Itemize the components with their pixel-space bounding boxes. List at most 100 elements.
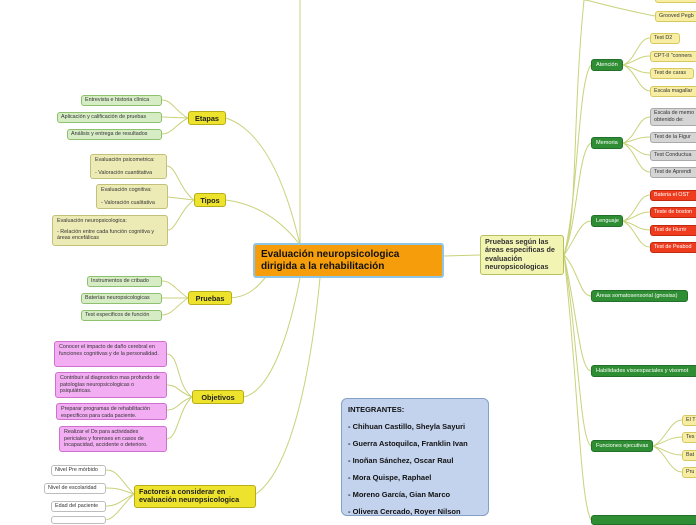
pruebas-item-3[interactable]: Test especificos de función bbox=[81, 310, 162, 321]
pruebas-item-2[interactable]: Baterías neuropsicologicas bbox=[81, 293, 162, 304]
ejecutivas-item-3-label: Bat bbox=[686, 452, 695, 458]
atencion-item-4-label: Escala magallar bbox=[654, 88, 693, 94]
objetivos-item-3-label: Preparar programas de rehabilitación esp… bbox=[61, 406, 150, 419]
tipos-item-1[interactable]: Evaluación psicometrica: - Valoración cu… bbox=[90, 154, 167, 179]
etapas-item-1[interactable]: Entrevista e historia clínica bbox=[81, 95, 162, 106]
ejecutivas-item-1-label: El T bbox=[686, 417, 696, 423]
topic-objetivos[interactable]: Objetivos bbox=[192, 390, 244, 404]
lenguaje-item-3-label: Test de Hurrir bbox=[654, 227, 687, 233]
ejecutivas-item-2-label: Tes bbox=[686, 434, 695, 440]
objetivos-item-2-label: Contribuir al diagnostico mas profundo d… bbox=[60, 375, 160, 395]
factores-item-3-label: Edad del paciente bbox=[55, 503, 99, 509]
member-name: - Mora Quispe, Raphael bbox=[348, 473, 432, 482]
area-visoespaciales-label: Habilidades visoespaciales y visomot bbox=[596, 368, 689, 374]
objetivos-item-1[interactable]: Conocer el impacto de daño cerebral en f… bbox=[54, 341, 167, 367]
area-memoria[interactable]: Memoria bbox=[591, 137, 623, 149]
factores-item-2[interactable]: Nivel de escolaridad bbox=[44, 483, 106, 494]
topic-tipos[interactable]: Tipos bbox=[194, 193, 226, 207]
pruebas-item-1[interactable]: Instrumentos de cribado bbox=[87, 276, 162, 287]
etapas-item-2-label: Aplicación y calificación de pruebas bbox=[61, 114, 147, 120]
area-visoespaciales[interactable]: Habilidades visoespaciales y visomot bbox=[591, 365, 696, 377]
tipos-item-1-title: Evaluación psicometrica: bbox=[95, 157, 155, 163]
topic-pruebas[interactable]: Pruebas bbox=[188, 291, 232, 305]
objetivos-item-3[interactable]: Preparar programas de rehabilitación esp… bbox=[56, 403, 167, 420]
lenguaje-item-1[interactable]: Bateria el OST bbox=[650, 190, 696, 201]
topic-factores-label: Factores a considerar en evaluación neur… bbox=[139, 487, 240, 505]
factores-item-1-label: Nivel Pre mórbido bbox=[55, 467, 98, 473]
memoria-item-3-label: Test Conductua bbox=[654, 152, 692, 158]
ejecutivas-item-1[interactable]: El T bbox=[682, 415, 696, 426]
tipos-item-3-title: Evaluación neuropsicologica: bbox=[57, 218, 127, 224]
topic-etapas[interactable]: Etapas bbox=[188, 111, 226, 125]
area-atencion[interactable]: Atención bbox=[591, 59, 623, 71]
tipos-item-3[interactable]: Evaluación neuropsicologica: - Relación … bbox=[52, 215, 168, 246]
etapas-item-3-label: Análisis y entrega de resultados bbox=[71, 131, 148, 137]
objetivos-item-2[interactable]: Contribuir al diagnostico mas profundo d… bbox=[55, 372, 167, 398]
area-funciones-ejecutivas[interactable]: Funciones ejecutivas bbox=[591, 440, 653, 452]
etapas-item-3[interactable]: Análisis y entrega de resultados bbox=[67, 129, 162, 140]
factores-item-2-label: Nivel de escolaridad bbox=[48, 485, 97, 491]
top-leaf-partial[interactable] bbox=[655, 0, 696, 3]
atencion-item-1-label: Test D2 bbox=[654, 35, 673, 41]
etapas-item-2[interactable]: Aplicación y calificación de pruebas bbox=[57, 112, 162, 123]
member-name: - Olivera Cercado, Royer Nilson bbox=[348, 507, 461, 516]
topic-objetivos-label: Objetivos bbox=[201, 393, 235, 402]
lenguaje-item-2[interactable]: Teste de boston bbox=[650, 207, 696, 218]
lenguaje-item-4-label: Test de Peabod bbox=[654, 244, 692, 250]
atencion-item-4[interactable]: Escala magallar bbox=[650, 86, 696, 97]
memoria-item-4[interactable]: Test de Aprendi bbox=[650, 167, 696, 178]
member-name: - Guerra Astoquilca, Franklin Ivan bbox=[348, 439, 468, 448]
grooved-pegboard-leaf[interactable]: Grooved Pegb bbox=[655, 11, 696, 22]
etapas-item-1-label: Entrevista e historia clínica bbox=[85, 97, 150, 103]
tipos-item-2[interactable]: Evaluación cognitiva: - Valoración cuali… bbox=[96, 184, 168, 209]
members-box[interactable]: INTEGRANTES: - Chihuan Castillo, Sheyla … bbox=[341, 398, 489, 516]
ejecutivas-item-3[interactable]: Bat bbox=[682, 450, 696, 461]
topic-tipos-label: Tipos bbox=[200, 196, 220, 205]
tipos-item-2-detail: - Valoración cualitativa bbox=[101, 199, 155, 206]
member-name: - Moreno García, Gian Marco bbox=[348, 490, 451, 499]
area-memoria-label: Memoria bbox=[596, 140, 618, 146]
atencion-item-3[interactable]: Test de caras bbox=[650, 68, 694, 79]
tipos-item-1-detail: - Valoración cuantitativa bbox=[95, 169, 153, 176]
topic-etapas-label: Etapas bbox=[195, 114, 219, 123]
factores-item-3[interactable]: Edad del paciente bbox=[51, 501, 106, 512]
grooved-pegboard-label: Grooved Pegb bbox=[659, 13, 694, 19]
members-header: INTEGRANTES: bbox=[348, 405, 405, 414]
atencion-item-1[interactable]: Test D2 bbox=[650, 33, 680, 44]
atencion-item-3-label: Test de caras bbox=[654, 70, 687, 76]
objetivos-item-1-label: Conocer el impacto de daño cerebral en f… bbox=[59, 344, 159, 357]
central-topic-title: Evaluación neuropsicologica dirigida a l… bbox=[261, 249, 400, 272]
pruebas-item-2-label: Baterías neuropsicologicas bbox=[85, 295, 150, 301]
memoria-item-2[interactable]: Test de la Figur bbox=[650, 132, 696, 143]
memoria-item-1[interactable]: Escala de memo obtenido de: bbox=[650, 108, 696, 126]
area-lenguaje[interactable]: Lenguaje bbox=[591, 215, 623, 227]
ejecutivas-item-4[interactable]: Pru bbox=[682, 467, 696, 478]
area-partial-bottom[interactable] bbox=[591, 515, 696, 525]
tipos-item-3-detail: - Relación entre cada función cognitiva … bbox=[57, 228, 155, 242]
pruebas-item-3-label: Test especificos de función bbox=[85, 312, 150, 318]
atencion-item-2-label: CPT-II "conners bbox=[654, 53, 692, 59]
ejecutivas-item-2[interactable]: Tes bbox=[682, 432, 696, 443]
area-lenguaje-label: Lenguaje bbox=[596, 218, 620, 224]
factores-item-1[interactable]: Nivel Pre mórbido bbox=[51, 465, 106, 476]
topic-factores[interactable]: Factores a considerar en evaluación neur… bbox=[134, 485, 256, 508]
lenguaje-item-4[interactable]: Test de Peabod bbox=[650, 242, 696, 253]
topic-pruebas-label: Pruebas bbox=[195, 294, 225, 303]
topic-pruebas-areas[interactable]: Pruebas según las áreas especificas de e… bbox=[480, 235, 564, 275]
area-somatosensorial[interactable]: Áreas somatosensorial (gnosias) bbox=[591, 290, 688, 302]
objetivos-item-4-label: Realizar el Dx para actividades pericial… bbox=[64, 429, 148, 449]
atencion-item-2[interactable]: CPT-II "conners bbox=[650, 51, 696, 62]
ejecutivas-item-4-label: Pru bbox=[686, 469, 695, 475]
factores-item-4[interactable] bbox=[51, 516, 106, 524]
lenguaje-item-2-label: Teste de boston bbox=[654, 209, 693, 215]
area-funciones-ejecutivas-label: Funciones ejecutivas bbox=[596, 443, 649, 449]
lenguaje-item-1-label: Bateria el OST bbox=[654, 192, 690, 198]
memoria-item-4-label: Test de Aprendi bbox=[654, 169, 692, 175]
memoria-item-3[interactable]: Test Conductua bbox=[650, 150, 696, 161]
central-topic[interactable]: Evaluación neuropsicologica dirigida a l… bbox=[253, 243, 444, 278]
objetivos-item-4[interactable]: Realizar el Dx para actividades pericial… bbox=[59, 426, 167, 452]
lenguaje-item-3[interactable]: Test de Hurrir bbox=[650, 225, 696, 236]
area-atencion-label: Atención bbox=[596, 62, 618, 68]
memoria-item-1-label: Escala de memo obtenido de: bbox=[654, 110, 695, 123]
